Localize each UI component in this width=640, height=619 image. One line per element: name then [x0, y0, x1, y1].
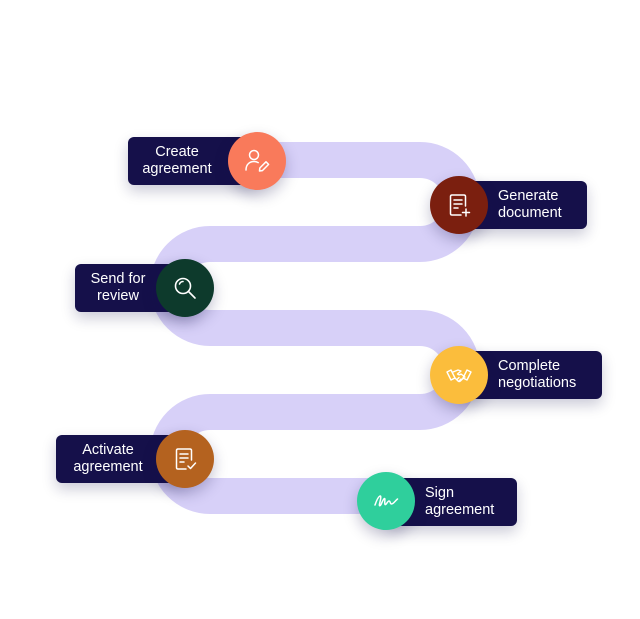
- step-label-line2: review: [97, 288, 139, 304]
- step-label-line1: Sign: [425, 485, 455, 501]
- step-label-line1: Complete: [498, 358, 561, 374]
- step-label-line1: Generate: [498, 188, 559, 204]
- step-label-line2: document: [498, 205, 562, 221]
- step-label-line2: negotiations: [498, 375, 577, 391]
- track-path: [150, 142, 480, 514]
- signature-icon: [374, 495, 399, 507]
- document-plus-icon: [449, 194, 471, 217]
- handshake-icon: [446, 369, 472, 383]
- step-create-agreement-badge: [228, 132, 286, 190]
- step-label-line1: Send for: [90, 271, 146, 287]
- step-label-line1: Activate: [82, 442, 134, 458]
- step-complete-negotiations-badge: [430, 346, 488, 404]
- step-label-line2: agreement: [425, 502, 495, 518]
- step-generate-document-label: Generate document: [460, 181, 587, 229]
- user-edit-icon: [245, 149, 270, 172]
- document-check-icon: [175, 448, 197, 470]
- step-label-line2: agreement: [73, 459, 143, 475]
- step-generate-document-badge: [430, 176, 488, 234]
- step-activate-agreement-badge: [156, 430, 214, 488]
- step-send-for-review-badge: [156, 259, 214, 317]
- search-icon: [174, 277, 196, 299]
- step-sign-agreement-badge: [357, 472, 415, 530]
- step-label-line1: Create: [155, 144, 199, 160]
- step-label-line2: agreement: [142, 161, 212, 177]
